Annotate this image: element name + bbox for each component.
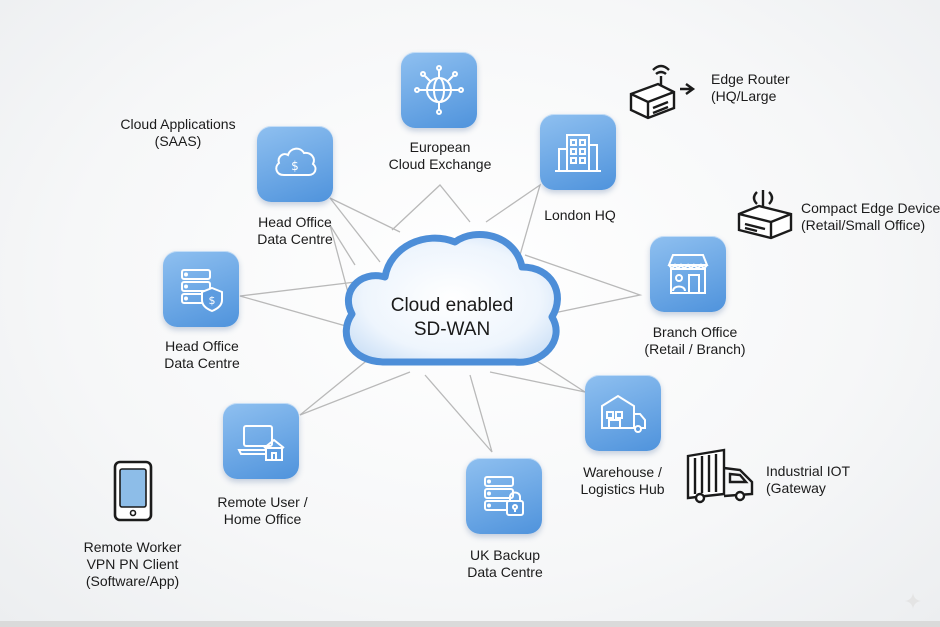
connector-european: [391, 184, 471, 231]
industrial-iot-line1: Industrial IOT: [766, 463, 851, 479]
saas-line2: (SAAS): [154, 133, 202, 149]
edge-router-icon: [629, 64, 696, 120]
center-title: Cloud enabled SD-WAN: [372, 294, 532, 342]
saas-label: Cloud Applications (SAAS): [108, 116, 248, 150]
compact-edge-label: Compact Edge Device (Retail/Small Office…: [801, 200, 940, 234]
european-cloud-exchange-tile[interactable]: [401, 52, 477, 128]
branch-office-label: Branch Office (Retail / Branch): [630, 324, 760, 358]
connector-head-office-cloud: [329, 197, 401, 263]
head-office-dc-line2: Data Centre: [164, 355, 240, 371]
edge-router-line2: (HQ/Large: [711, 88, 777, 104]
sparkle-icon: [905, 593, 921, 609]
branch-line2: (Retail / Branch): [644, 341, 746, 357]
connector-remote-user: [299, 357, 411, 416]
head-office-cloud-line1: Head Office: [258, 214, 332, 230]
european-line1: European: [409, 139, 471, 155]
globe-network-icon: [414, 65, 464, 115]
branch-office-tile[interactable]: [650, 236, 726, 312]
head-office-dc-tile[interactable]: $: [163, 251, 239, 327]
compact-edge-line2: (Retail/Small Office): [801, 217, 926, 233]
truck-gateway-icon: [686, 448, 754, 504]
uk-backup-tile[interactable]: [466, 458, 542, 534]
edge-router-label: Edge Router (HQ/Large: [711, 71, 811, 105]
svg-text:$: $: [291, 159, 299, 173]
london-hq-tile[interactable]: [540, 114, 616, 190]
server-lock-icon: [484, 476, 524, 516]
center-title-line2: SD-WAN: [413, 319, 491, 340]
connector-branch: [524, 254, 643, 319]
head-office-cloud-label: Head Office Data Centre: [245, 214, 345, 248]
warehouse-line2: Logistics Hub: [580, 481, 665, 497]
remote-worker-label: Remote Worker VPN PN Client (Software/Ap…: [70, 539, 195, 590]
branch-line1: Branch Office: [652, 324, 738, 340]
bottom-strip: [0, 621, 940, 627]
svg-text:$: $: [209, 294, 216, 307]
european-line2: Cloud Exchange: [388, 156, 492, 172]
remote-user-label: Remote User / Home Office: [205, 494, 320, 528]
server-shield-icon: $: [181, 269, 223, 313]
warehouse-tile[interactable]: [585, 375, 661, 451]
office-building-icon: [555, 134, 601, 172]
compact-edge-line1: Compact Edge Device: [801, 200, 940, 216]
head-office-cloud-tile[interactable]: $: [257, 126, 333, 202]
remote-worker-line3: (Software/App): [85, 573, 180, 589]
industrial-iot-line2: (Gateway: [766, 480, 826, 496]
connector-london: [485, 183, 542, 256]
remote-worker-line2: VPN PN Client: [86, 556, 179, 572]
london-line1: London HQ: [544, 207, 616, 223]
center-title-line1: Cloud enabled: [390, 295, 514, 316]
uk-backup-label: UK Backup Data Centre: [455, 547, 555, 581]
saas-line1: Cloud Applications: [120, 116, 236, 132]
cloud-dollar-icon: $: [275, 147, 317, 176]
warehouse-truck-icon: [601, 394, 646, 433]
remote-worker-line1: Remote Worker: [83, 539, 182, 555]
compact-router-icon: [737, 190, 793, 240]
connector-saas: [329, 224, 356, 301]
connector-uk-backup: [424, 374, 493, 453]
warehouse-label: Warehouse / Logistics Hub: [565, 464, 680, 498]
warehouse-line1: Warehouse /: [583, 464, 662, 480]
european-cloud-exchange-label: European Cloud Exchange: [370, 139, 510, 173]
smartphone-icon: [113, 460, 153, 522]
connector-head-office-dc: [239, 279, 373, 331]
industrial-iot-label: Industrial IOT (Gateway: [766, 463, 876, 497]
edge-router-line1: Edge Router: [711, 71, 790, 87]
head-office-dc-line1: Head Office: [165, 338, 239, 354]
remote-user-line1: Remote User /: [217, 494, 308, 510]
central-cloud: [342, 231, 561, 366]
head-office-dc-label: Head Office Data Centre: [152, 338, 252, 372]
remote-user-tile[interactable]: [223, 403, 299, 479]
head-office-cloud-line2: Data Centre: [257, 231, 333, 247]
remote-user-line2: Home Office: [223, 511, 302, 527]
uk-backup-line2: Data Centre: [467, 564, 543, 580]
uk-backup-line1: UK Backup: [469, 547, 541, 563]
london-hq-label: London HQ: [530, 207, 630, 224]
laptop-home-icon: [237, 425, 285, 461]
storefront-icon: [667, 254, 709, 294]
